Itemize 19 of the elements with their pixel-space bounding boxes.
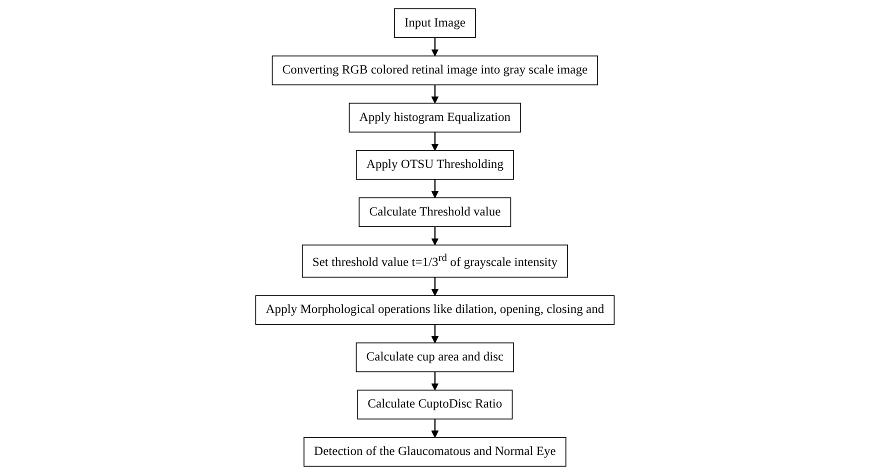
arrow bbox=[430, 226, 438, 246]
arrow bbox=[430, 419, 438, 438]
node-box: Set threshold value t=1/3$^{rd}$ of grayscale intensity bbox=[302, 244, 568, 278]
node-box: Apply Morphological operations like dilation, opening, closing and bbox=[254, 295, 614, 325]
arrow bbox=[430, 84, 438, 104]
node-box: Input Image bbox=[394, 8, 476, 38]
arrow bbox=[430, 132, 438, 151]
arrow bbox=[430, 372, 438, 390]
node-box: Calculate CuptoDisc Ratio bbox=[356, 390, 512, 420]
node-box: Converting RGB colored retinal image into gray scale image bbox=[271, 56, 598, 86]
arrow bbox=[430, 277, 438, 296]
node-box: Apply OTSU Thresholding bbox=[356, 150, 514, 180]
arrow bbox=[430, 38, 438, 56]
node-box: Detection of the Glaucomatous and Normal Eye bbox=[303, 437, 566, 467]
arrow bbox=[430, 324, 438, 344]
arrow bbox=[430, 179, 438, 198]
node-box: Calculate cup area and disc bbox=[355, 342, 514, 372]
node-box: Apply histogram Equalization bbox=[348, 102, 521, 133]
node-box: Calculate Threshold value bbox=[358, 197, 511, 228]
